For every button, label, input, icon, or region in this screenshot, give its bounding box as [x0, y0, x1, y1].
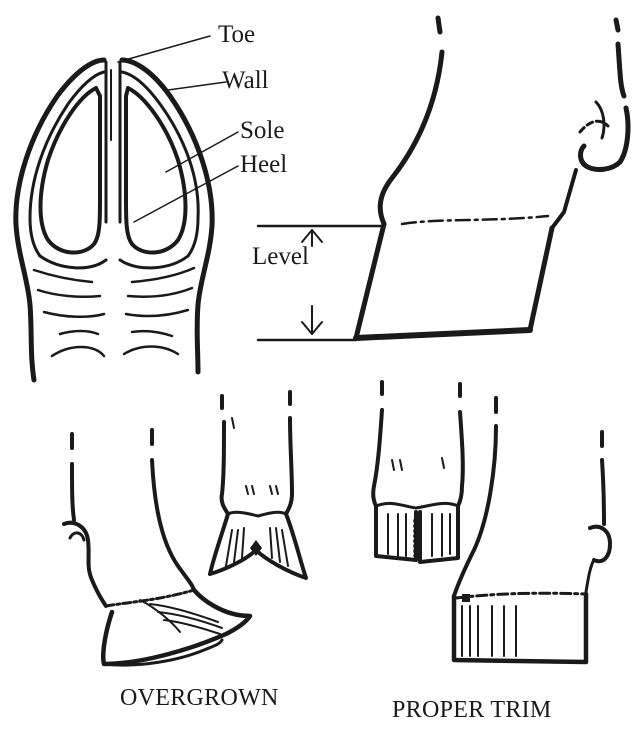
proper-trim-caption: PROPER TRIM: [392, 698, 552, 722]
trimmed-right-claw: [420, 506, 458, 562]
overgrown-caption: OVERGROWN: [120, 686, 279, 710]
toe-label: Toe: [218, 22, 255, 47]
trimmed-left-claw: [376, 506, 416, 560]
toe-leader-line: [118, 36, 210, 62]
right-sole-outline: [126, 88, 186, 253]
proper-trim-side-view: [454, 398, 610, 662]
hoof-ground-line: [356, 330, 530, 338]
sole-label: Sole: [240, 118, 284, 143]
trimmed-side-hoof: [454, 594, 586, 662]
heel-label: Heel: [240, 152, 287, 177]
hoof-bottom-view: [16, 60, 212, 380]
front-wall-line: [356, 224, 384, 338]
overgrown-front-view: [210, 392, 306, 578]
level-arrow-down: [302, 306, 322, 334]
level-label: Level: [252, 244, 309, 269]
wall-label: Wall: [222, 68, 269, 93]
proper-trim-front-view: [373, 382, 463, 562]
wall-leader-line: [168, 82, 226, 90]
hoof-side-view-level: [258, 18, 628, 340]
